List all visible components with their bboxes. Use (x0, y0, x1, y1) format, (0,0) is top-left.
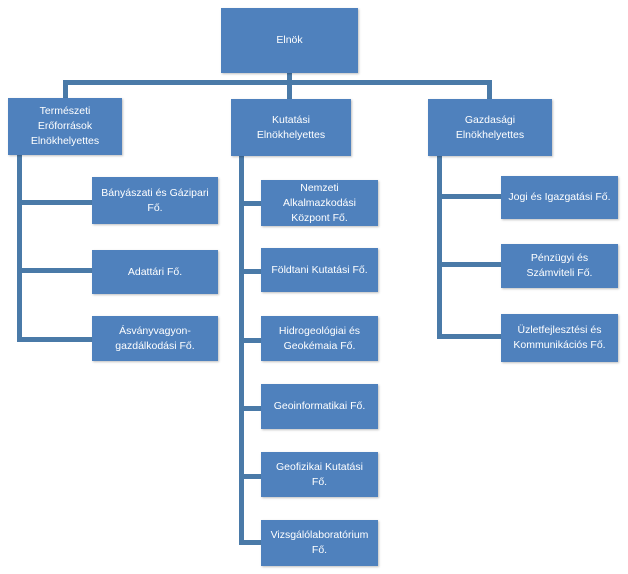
org-unit-node: Hidrogeológiai és Geokémaia Fő. (261, 316, 378, 361)
root-stem (287, 73, 292, 83)
org-unit-node: Ásványvagyon-gazdálkodási Fő. (92, 316, 218, 361)
drop-right (487, 80, 492, 99)
org-unit-label: Pénzügyi és Számviteli Fő. (526, 252, 593, 279)
branch-label: Gazdasági Elnökhelyettes (455, 113, 525, 141)
branch-label: Kutatási Elnökhelyettes (256, 113, 326, 141)
org-unit-node: Pénzügyi és Számviteli Fő. (501, 244, 618, 288)
center-connector-4 (239, 406, 261, 411)
org-unit-node: Vizsgálólaboratórium Fő. (261, 520, 378, 566)
org-unit-node: Bányászati és Gázipari Fő. (92, 177, 218, 224)
org-unit-label: Geoinformatikai Fő. (273, 400, 366, 412)
branch-label: Természeti Erőforrások Elnökhelyettes (30, 105, 100, 147)
org-unit-label: Földtani Kutatási Fő. (271, 263, 368, 276)
top-crossbar (63, 80, 492, 85)
org-unit-label: Vizsgálólaboratórium Fő. (270, 529, 369, 556)
root-label: Elnök (276, 34, 303, 46)
right-connector-1 (437, 194, 501, 199)
center-connector-3 (239, 338, 261, 343)
center-spine (239, 156, 244, 545)
drop-center (287, 80, 292, 99)
left-connector-1 (17, 200, 92, 205)
right-connector-3 (437, 334, 501, 339)
org-unit-label: Geofizikai Kutatási Fő. (276, 460, 363, 488)
center-connector-1 (239, 201, 261, 206)
org-unit-label: Nemzeti Alkalmazkodási Központ Fő. (283, 181, 356, 224)
center-connector-6 (239, 540, 261, 545)
branch-node-natural-resources: Természeti Erőforrások Elnökhelyettes (8, 98, 122, 155)
org-unit-label: Hidrogeológiai és Geokémaia Fő. (278, 324, 361, 352)
org-unit-node: Földtani Kutatási Fő. (261, 248, 378, 292)
drop-left (63, 80, 68, 98)
org-unit-node: Üzletfejlesztési és Kommunikációs Fő. (501, 314, 618, 362)
right-spine (437, 156, 442, 339)
branch-node-research: Kutatási Elnökhelyettes (231, 99, 351, 156)
branch-node-economic: Gazdasági Elnökhelyettes (428, 99, 552, 156)
left-connector-2 (17, 268, 92, 273)
org-unit-label: Üzletfejlesztési és Kommunikációs Fő. (513, 324, 606, 351)
left-spine (17, 155, 22, 341)
org-unit-label: Ásványvagyon-gazdálkodási Fő. (115, 324, 195, 352)
org-unit-label: Adattári Fő. (127, 265, 183, 278)
center-connector-5 (239, 474, 261, 479)
org-unit-node: Adattári Fő. (92, 250, 218, 294)
org-unit-node: Jogi és Igazgatási Fő. (501, 176, 618, 219)
org-unit-node: Geoinformatikai Fő. (261, 384, 378, 429)
org-unit-node: Nemzeti Alkalmazkodási Központ Fő. (261, 180, 378, 226)
org-unit-node: Geofizikai Kutatási Fő. (261, 452, 378, 497)
org-unit-label: Bányászati és Gázipari Fő. (101, 186, 209, 214)
org-unit-label: Jogi és Igazgatási Fő. (508, 191, 611, 203)
center-connector-2 (239, 269, 261, 274)
left-connector-3 (17, 337, 92, 342)
root-node: Elnök (221, 8, 358, 73)
right-connector-2 (437, 262, 501, 267)
